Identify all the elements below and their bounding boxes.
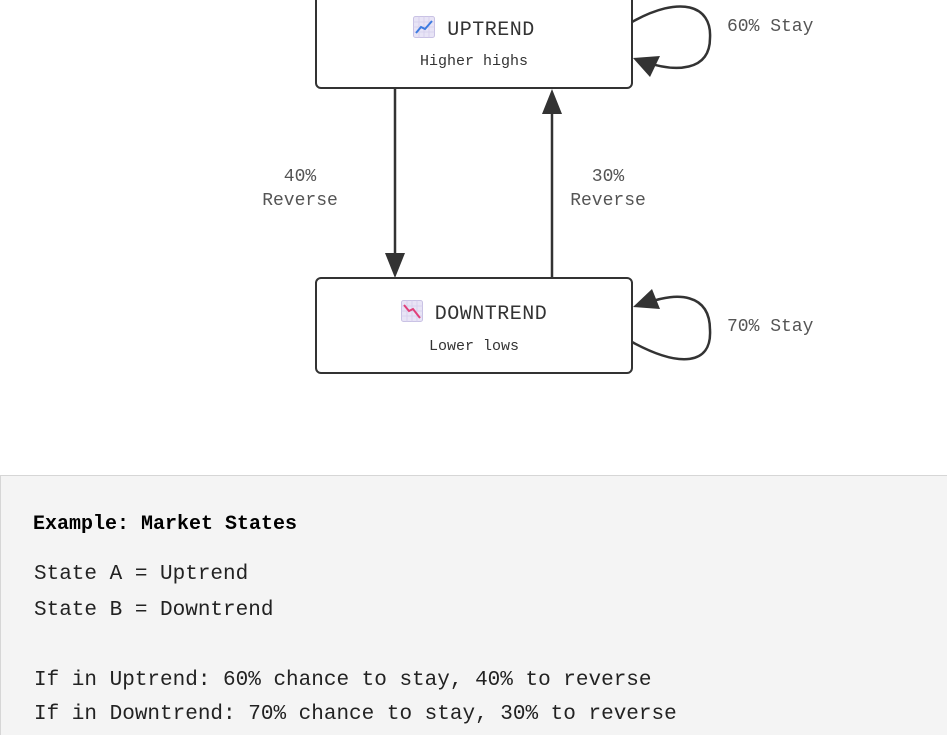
example-panel: Example: Market States State A = Uptrend… bbox=[0, 475, 947, 735]
panel-line-uptrend-rule: If in Uptrend: 60% chance to stay, 40% t… bbox=[34, 669, 652, 692]
state-diagram: UPTREND Higher highs DOWNTREND Lower low… bbox=[250, 0, 814, 374]
panel-line-state-b: State B = Downtrend bbox=[34, 599, 274, 622]
arrowhead-uptrend-to-downtrend bbox=[385, 253, 405, 278]
state-node-downtrend: DOWNTREND Lower lows bbox=[315, 277, 633, 374]
edge-label-downtrend-to-uptrend: 30% Reverse bbox=[558, 165, 658, 213]
edge-label-percent: 40% bbox=[283, 167, 317, 187]
panel-heading: Example: Market States bbox=[33, 513, 298, 536]
arrowhead-self-loop-downtrend bbox=[633, 289, 660, 309]
state-node-uptrend: UPTREND Higher highs bbox=[315, 0, 633, 89]
chart-increasing-icon bbox=[413, 16, 436, 38]
edge-label-percent: 30% bbox=[591, 167, 625, 187]
edge-label-downtrend-stay: 70% Stay bbox=[727, 317, 814, 337]
arrowhead-downtrend-to-uptrend bbox=[542, 89, 562, 114]
self-loop-uptrend bbox=[631, 5, 712, 70]
edge-label-text: Reverse bbox=[262, 191, 338, 211]
state-title-downtrend: DOWNTREND bbox=[434, 303, 548, 326]
panel-line-downtrend-rule: If in Downtrend: 70% chance to stay, 30%… bbox=[34, 703, 677, 726]
state-subtitle-downtrend: Lower lows bbox=[428, 338, 519, 355]
state-title-uptrend: UPTREND bbox=[447, 19, 535, 42]
panel-line-state-a: State A = Uptrend bbox=[34, 563, 249, 586]
edge-label-text: Reverse bbox=[570, 191, 646, 211]
edge-label-uptrend-to-downtrend: 40% Reverse bbox=[250, 165, 350, 213]
edge-label-uptrend-stay: 60% Stay bbox=[727, 17, 814, 37]
self-loop-downtrend bbox=[631, 295, 712, 361]
state-subtitle-uptrend: Higher highs bbox=[419, 53, 529, 70]
arrowhead-self-loop-uptrend bbox=[633, 56, 660, 77]
chart-decreasing-icon bbox=[400, 300, 423, 322]
diagram-edges bbox=[385, 5, 712, 361]
